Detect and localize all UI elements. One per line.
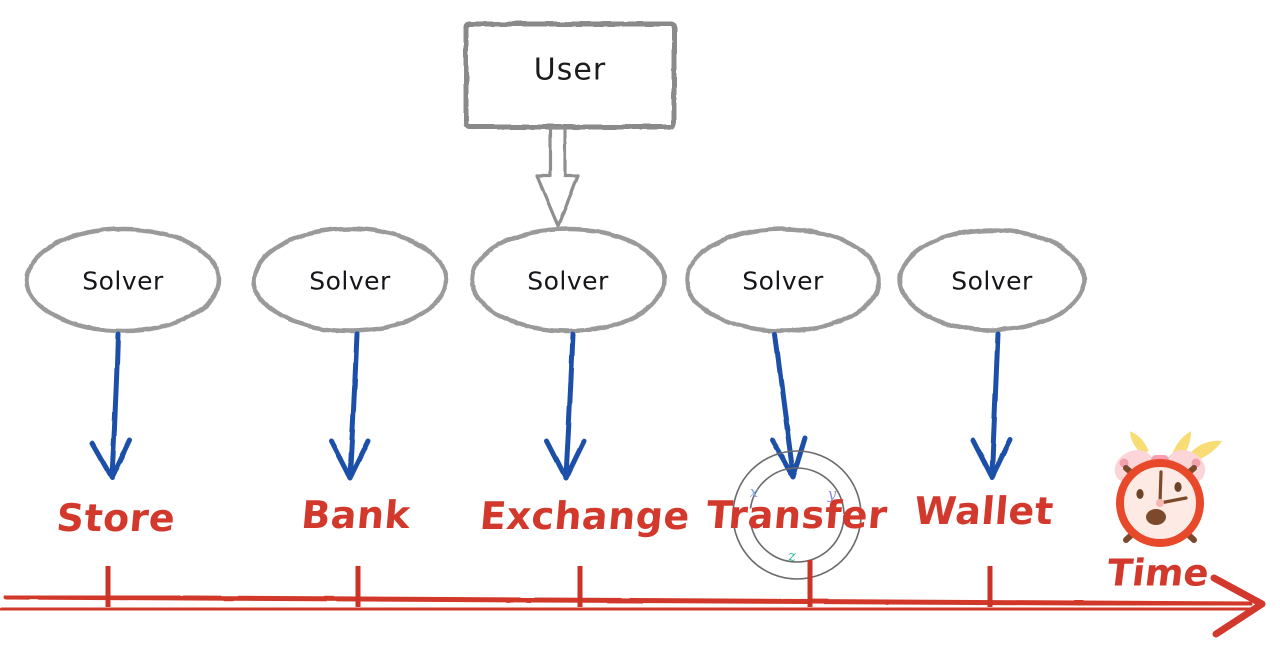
arrow-right-icon <box>1210 574 1266 638</box>
user-box-outline <box>463 21 677 130</box>
user-box[interactable] <box>463 21 677 130</box>
solver-ellipse-2[interactable] <box>251 226 449 334</box>
clock-shake-left-2 <box>1129 431 1149 456</box>
arrow-solver-exchange <box>544 331 587 481</box>
clock-eye-left <box>1136 489 1144 499</box>
alarm-clock-icon <box>1114 431 1222 547</box>
timeline-ticks <box>105 560 993 607</box>
timeline-axis <box>0 574 1266 638</box>
solver-ellipse-4[interactable] <box>684 226 882 334</box>
solver-nodes <box>24 226 1087 334</box>
solver-to-node-arrows <box>89 331 1013 481</box>
arrow-solver-transfer <box>769 331 808 480</box>
clock-center-pin <box>1156 499 1164 507</box>
arrow-solver-wallet <box>970 331 1013 480</box>
timeline-line-lower <box>0 605 1251 613</box>
timeline-line-upper <box>3 594 1253 607</box>
solver-ellipse-5[interactable] <box>897 227 1087 333</box>
block-arrow-down-icon <box>535 126 580 228</box>
highlight-circle-outer <box>732 450 862 580</box>
clock-hour-hand <box>1158 496 1188 505</box>
arrow-solver-bank <box>328 331 371 481</box>
clock-eye-right <box>1174 482 1182 492</box>
solver-ellipse-1[interactable] <box>24 226 222 334</box>
arrow-solver-store <box>89 331 133 481</box>
clock-nose <box>1146 509 1166 525</box>
solver-ellipse-3[interactable] <box>469 226 667 334</box>
highlight-circle-inner <box>749 467 845 563</box>
concentric-circle-highlight <box>732 450 862 580</box>
clock-minute-hand <box>1158 470 1163 505</box>
